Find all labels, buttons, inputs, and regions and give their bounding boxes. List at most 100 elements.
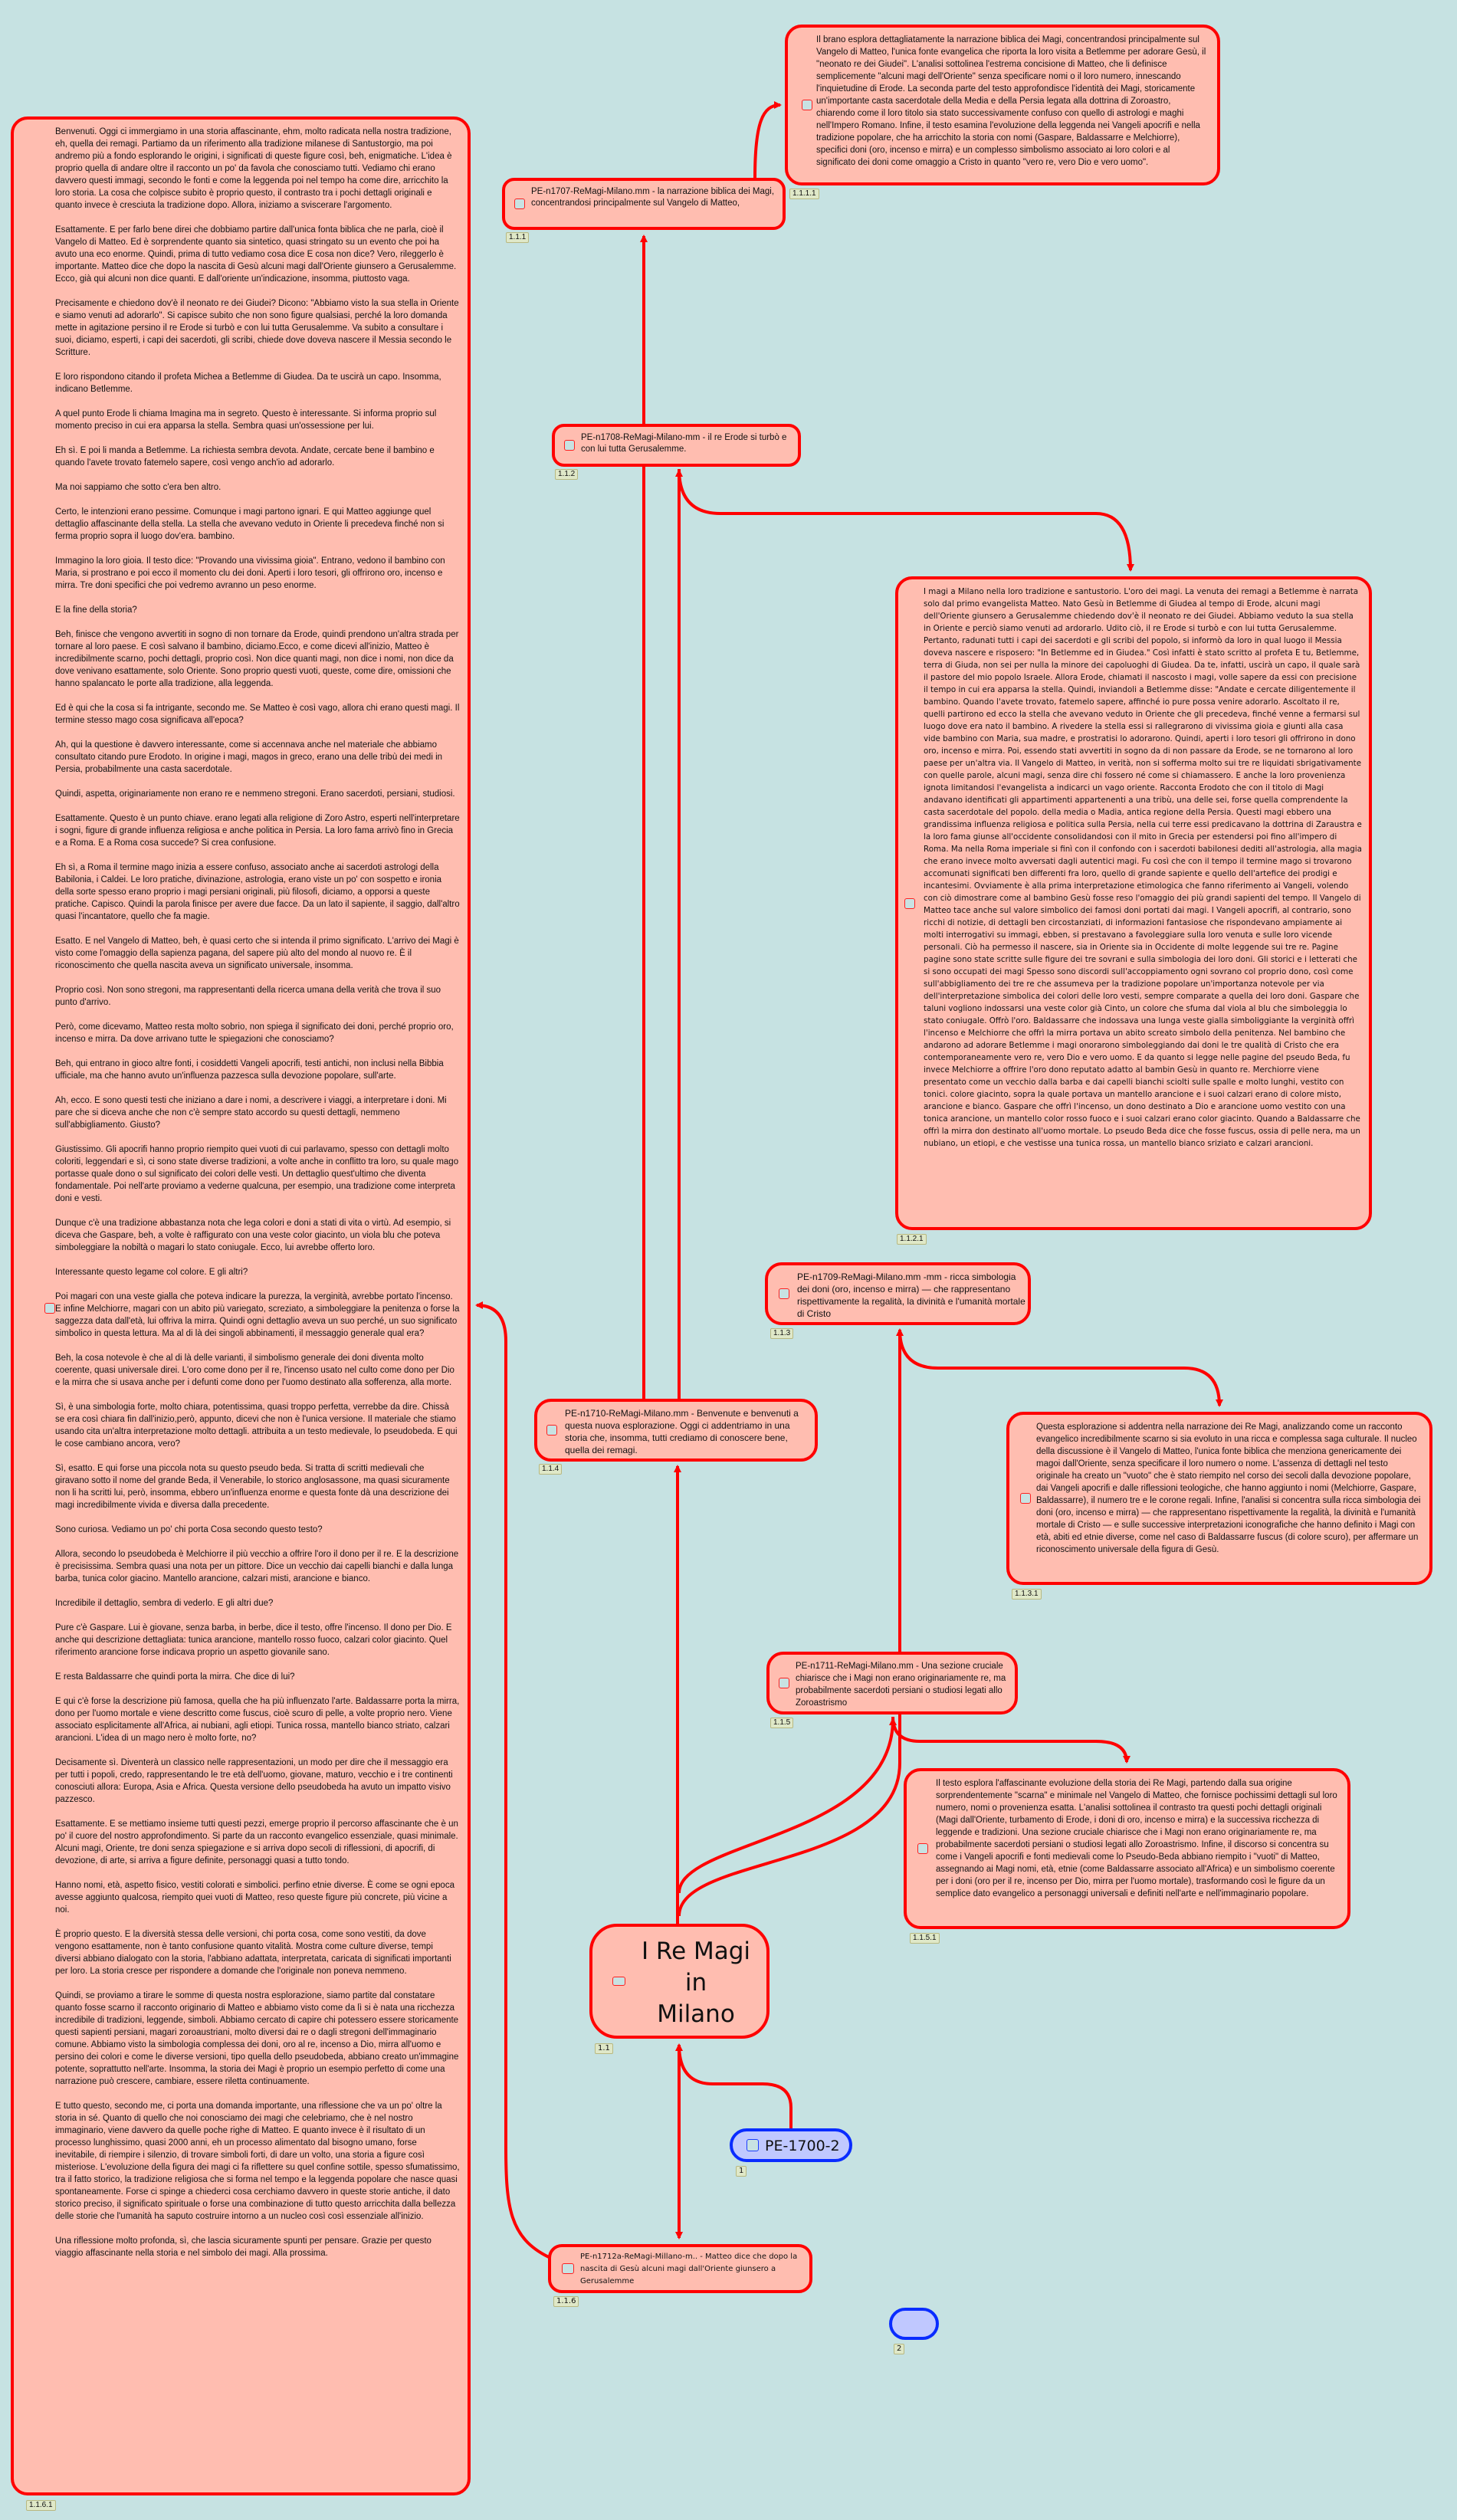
node-number-label: 1.1: [595, 2043, 613, 2054]
transcript-paragraph: Una riflessione molto profonda, sì, che …: [55, 2236, 432, 2258]
node-1.1.5.1-text: Il testo esplora l'affascinante evoluzio…: [936, 1779, 1337, 1898]
node-number-label: 1.1.2: [555, 469, 579, 480]
node-checkbox[interactable]: [1020, 1493, 1031, 1504]
node-number-label: 1.1.3: [770, 1328, 794, 1339]
node-pe-1700-2[interactable]: PE-1700-2: [730, 2128, 852, 2162]
transcript-paragraph: Ma noi sappiamo che sotto c'era ben altr…: [55, 483, 222, 492]
transcript-paragraph: È proprio questo. E la diversità stessa …: [55, 1930, 451, 1976]
transcript-paragraph: Eh sì. E poi li manda a Betlemme. La ric…: [55, 446, 435, 468]
root-node[interactable]: I Re Magi in Milano: [589, 1924, 770, 2039]
node-1.1.2-text: PE-n1708-ReMagi-Milano-mm - il re Erode …: [581, 433, 787, 454]
transcript-paragraph: Poi magari con una veste gialla che pote…: [55, 1292, 460, 1338]
node-1.1.2.1[interactable]: I magi a Milano nella loro tradizione e …: [895, 576, 1372, 1230]
node-number-label: 1.1.1.1: [789, 189, 819, 199]
node-1.1.6-text: PE-n1712a-ReMagi-Millano-m.. - Matteo di…: [580, 2253, 798, 2285]
node-1.1.1.1[interactable]: Il brano esplora dettagliatamente la nar…: [785, 25, 1220, 185]
node-number-label: 1.1.5: [770, 1718, 794, 1728]
transcript-paragraph: Sono curiosa. Vediamo un po' chi porta C…: [55, 1525, 323, 1534]
node-checkbox[interactable]: [546, 1425, 557, 1436]
transcript-paragraph: Allora, secondo lo pseudobeda è Melchior…: [55, 1550, 459, 1583]
link-1.1.2-to-1.1.2.1: [678, 468, 1134, 572]
node-checkbox[interactable]: [904, 897, 915, 909]
node-1.1.6[interactable]: PE-n1712a-ReMagi-Millano-m.. - Matteo di…: [548, 2244, 812, 2293]
node-checkbox[interactable]: [514, 199, 525, 209]
node-1.1.5-text: PE-n1711-ReMagi-Milano.mm - Una sezione …: [796, 1662, 1006, 1708]
transcript-paragraph: Eh sì, a Roma il termine mago inizia a e…: [55, 863, 460, 921]
node-number-label: 1.1.2.1: [897, 1234, 927, 1245]
node-1.1.4-text: PE-n1710-ReMagi-Milano.mm - Benvenute e …: [565, 1408, 799, 1455]
node-number-label: 2: [894, 2344, 905, 2354]
transcript-paragraph: Certo, le intenzioni erano pessime. Comu…: [55, 507, 445, 541]
node-number-label: 1.1.6: [553, 2296, 579, 2307]
transcript-paragraph: E loro rispondono citando il profeta Mic…: [55, 372, 441, 394]
transcript-paragraph: Hanno nomi, età, aspetto fisico, vestiti…: [55, 1881, 454, 1915]
transcript-paragraph: Ah, qui la questione è davvero interessa…: [55, 740, 443, 774]
transcript-paragraph: A quel punto Erode li chiama Imagina ma …: [55, 409, 437, 431]
node-number-label: 1.1.6.1: [26, 2500, 56, 2511]
transcript-paragraph: E la fine della storia?: [55, 605, 137, 615]
node-1.1.2[interactable]: PE-n1708-ReMagi-Milano-mm - il re Erode …: [552, 424, 801, 467]
transcript-paragraph: Ed è qui che la cosa si fa intrigante, s…: [55, 704, 460, 725]
node-number-label: 1.1.4: [539, 1464, 563, 1475]
link-pe-1700-2-to-root: [675, 2043, 792, 2128]
transcript-paragraph: E tutto questo, secondo me, ci porta una…: [55, 2102, 460, 2221]
node-1.1.3[interactable]: PE-n1709-ReMagi-Milano.mm -mm - ricca si…: [765, 1262, 1031, 1325]
link-1.1.6-to-1.1.6.1: [475, 1301, 550, 2259]
node-checkbox[interactable]: [44, 1303, 55, 1314]
node-1.1.1-text: PE-n1707-ReMagi-Milano.mm - la narrazion…: [531, 187, 775, 208]
transcript-paragraph: Ah, ecco. E sono questi testi che inizia…: [55, 1096, 447, 1130]
transcript-paragraph: Immagino la loro gioia. Il testo dice: "…: [55, 556, 445, 590]
node-checkbox[interactable]: [802, 100, 812, 110]
transcript-paragraph: Sì, è una simbologia forte, molto chiara…: [55, 1403, 458, 1449]
node-checkbox[interactable]: [779, 1678, 789, 1688]
transcript-paragraph: Esatto. E nel Vangelo di Matteo, beh, è …: [55, 937, 459, 970]
node-number-label: 1.1.5.1: [910, 1933, 940, 1944]
transcript-paragraph: Esattamente. E per farlo bene direi che …: [55, 225, 457, 284]
node-1.1.3.1[interactable]: Questa esplorazione si addentra nella na…: [1006, 1412, 1432, 1585]
transcript-paragraph: Pure c'è Gaspare. Lui è giovane, senza b…: [55, 1623, 452, 1657]
node-1.1.5[interactable]: PE-n1711-ReMagi-Milano.mm - Una sezione …: [766, 1652, 1018, 1714]
root-title-line: Milano: [657, 2000, 735, 2028]
node-2[interactable]: [889, 2308, 939, 2340]
node-pe-1700-2-text: PE-1700-2: [765, 2138, 840, 2154]
node-number-label: 1.1.3.1: [1012, 1589, 1042, 1600]
transcript-paragraph: Proprio così. Non sono stregoni, ma rapp…: [55, 986, 441, 1007]
node-1.1.1[interactable]: PE-n1707-ReMagi-Milano.mm - la narrazion…: [502, 178, 786, 230]
node-1.1.4[interactable]: PE-n1710-ReMagi-Milano.mm - Benvenute e …: [534, 1399, 818, 1462]
node-checkbox[interactable]: [779, 1288, 789, 1299]
node-checkbox[interactable]: [612, 1977, 625, 1986]
node-1.1.3.1-text: Questa esplorazione si addentra nella na…: [1036, 1422, 1421, 1554]
transcript-paragraph: Esattamente. E se mettiamo insieme tutti…: [55, 1819, 458, 1865]
transcript-paragraph: Incredibile il dettaglio, sembra di vede…: [55, 1599, 274, 1608]
node-number-label: 1: [736, 2166, 747, 2177]
transcript-paragraph: Sì, esatto. E qui forse una piccola nota…: [55, 1464, 450, 1510]
node-checkbox[interactable]: [564, 440, 575, 451]
node-1.1.6.1-text: Benvenuti. Oggi ci immergiamo in una sto…: [55, 126, 460, 2259]
root-title-line: in: [684, 1969, 707, 1997]
transcript-paragraph: Quindi, aspetta, originariamente non era…: [55, 789, 455, 799]
transcript-paragraph: Però, come dicevamo, Matteo resta molto …: [55, 1022, 454, 1044]
link-root-to-1.1.5: [678, 1718, 897, 1894]
node-checkbox[interactable]: [562, 2263, 574, 2274]
node-checkbox[interactable]: [747, 2139, 759, 2151]
node-1.1.5.1[interactable]: Il testo esplora l'affascinante evoluzio…: [904, 1768, 1350, 1929]
link-1.1.5-to-1.1.5.1: [891, 1716, 1130, 1764]
transcript-paragraph: Benvenuti. Oggi ci immergiamo in una sto…: [55, 127, 452, 210]
transcript-paragraph: E resta Baldassarre che quindi porta la …: [55, 1672, 295, 1682]
transcript-paragraph: Interessante questo legame col colore. E…: [55, 1268, 248, 1277]
transcript-paragraph: Esattamente. Questo è un punto chiave. e…: [55, 814, 460, 848]
root-title-line: I Re Magi: [641, 1938, 751, 1965]
transcript-paragraph: Quindi, se proviamo a tirare le somme di…: [55, 1991, 459, 2086]
transcript-paragraph: Beh, qui entrano in gioco altre fonti, i…: [55, 1059, 444, 1081]
transcript-paragraph: Decisamente sì. Diventerà un classico ne…: [55, 1758, 453, 1804]
transcript-paragraph: E qui c'è forse la descrizione più famos…: [55, 1697, 460, 1743]
node-1.1.6.1[interactable]: Benvenuti. Oggi ci immergiamo in una sto…: [11, 116, 471, 2495]
transcript-paragraph: Dunque c'è una tradizione abbastanza not…: [55, 1219, 451, 1252]
link-1.1.1-to-1.1.1.1: [753, 101, 782, 179]
node-1.1.2.1-text: I magi a Milano nella loro tradizione e …: [924, 587, 1362, 1148]
transcript-paragraph: Precisamente e chiedono dov'è il neonato…: [55, 299, 459, 357]
node-1.1.3-text: PE-n1709-ReMagi-Milano.mm -mm - ricca si…: [797, 1271, 1025, 1319]
transcript-paragraph: Beh, finisce che vengono avvertiti in so…: [55, 630, 459, 688]
node-checkbox[interactable]: [917, 1843, 928, 1854]
node-1.1.1.1-text: Il brano esplora dettagliatamente la nar…: [816, 35, 1206, 167]
